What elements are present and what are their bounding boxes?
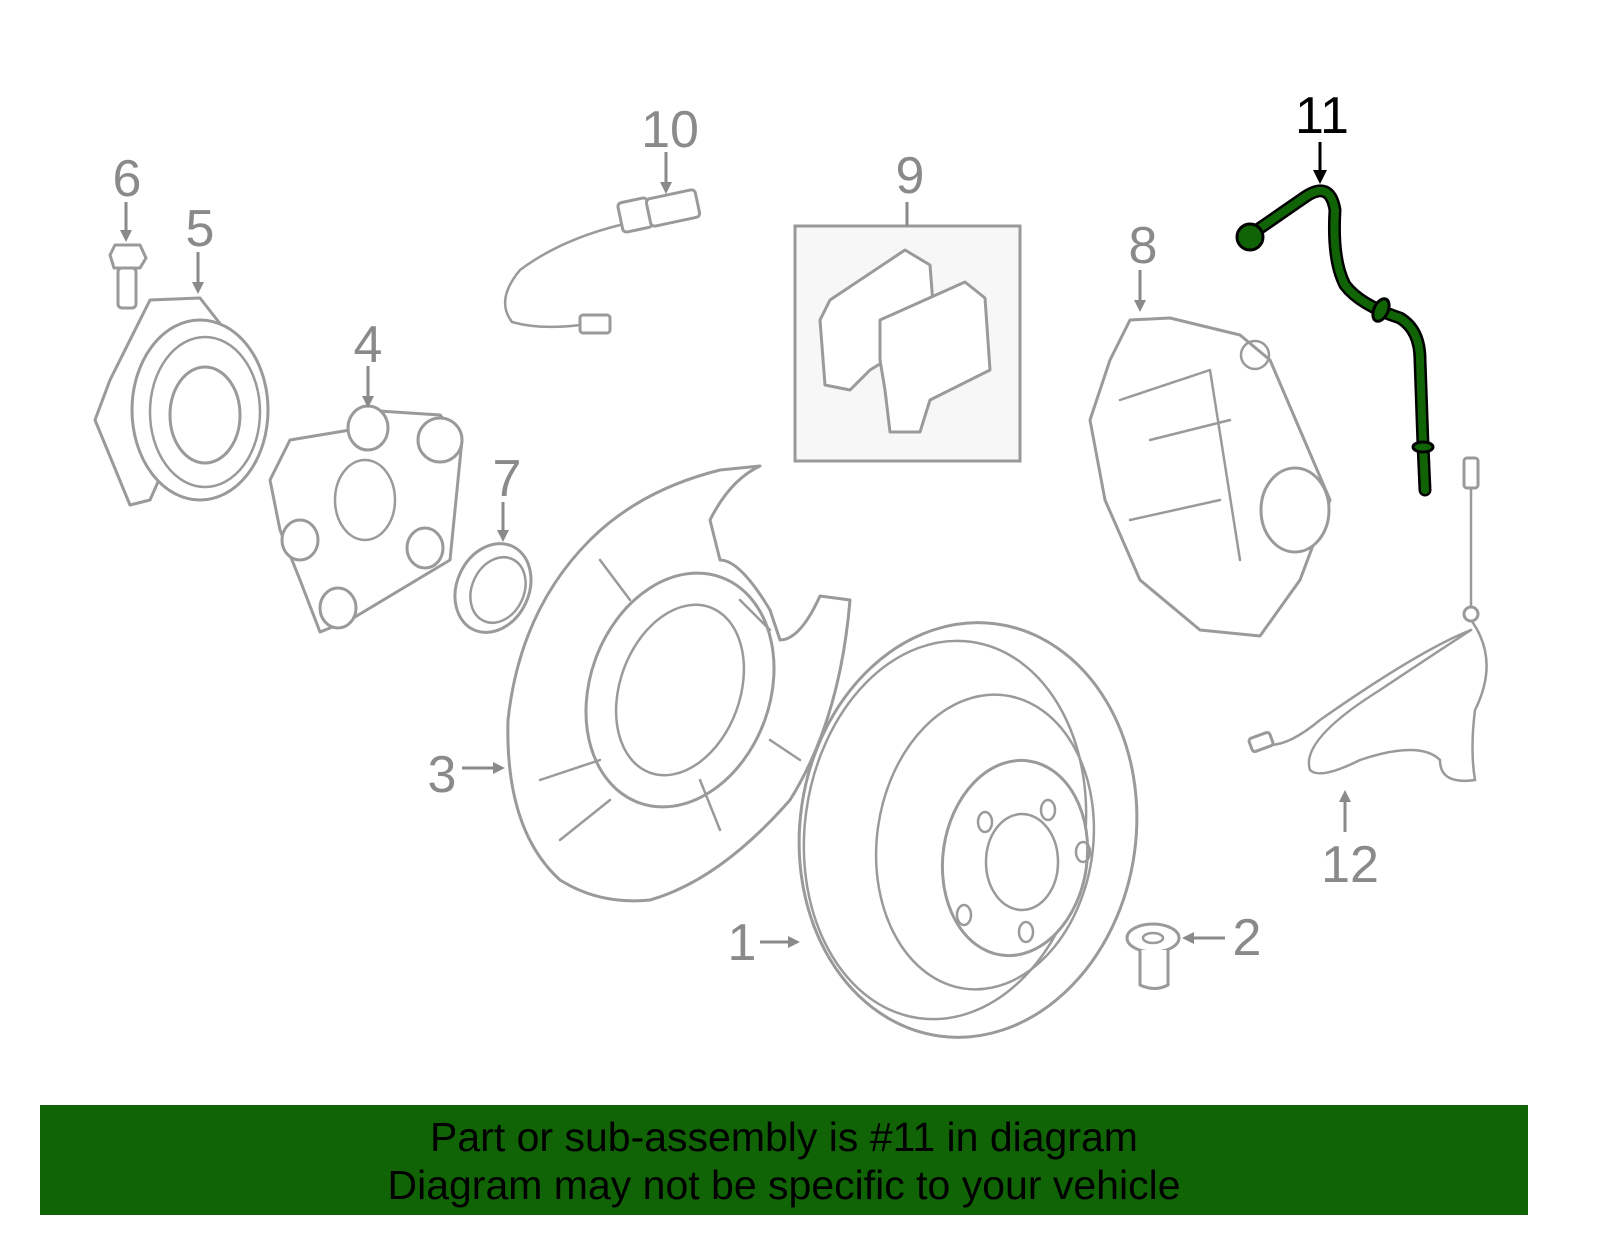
part-1-rotor[interactable]	[773, 601, 1164, 1060]
part-10-wear-sensor[interactable]	[503, 188, 702, 335]
part-4-knuckle[interactable]	[268, 404, 464, 634]
callout-label-10: 10	[641, 101, 699, 159]
callout-12: 12	[1321, 790, 1379, 894]
callout-label-9: 9	[896, 147, 925, 205]
part-5-hub[interactable]	[93, 296, 270, 507]
part-12-abs-sensor[interactable]	[1247, 456, 1488, 783]
callout-2: 2	[1182, 909, 1261, 967]
callout-6: 6	[113, 150, 142, 242]
callout-label-11: 11	[1295, 87, 1349, 145]
part-8-caliper[interactable]	[1088, 316, 1332, 638]
banner-line-2: Diagram may not be specific to your vehi…	[387, 1162, 1181, 1208]
part-9-brake-pads[interactable]	[793, 224, 1022, 463]
callout-4: 4	[354, 316, 383, 408]
callout-label-7: 7	[493, 450, 522, 508]
part-3-backing-plate[interactable]	[506, 464, 852, 903]
part-2-plug[interactable]	[1125, 922, 1181, 990]
callout-10: 10	[641, 101, 699, 194]
callout-label-8: 8	[1129, 217, 1158, 275]
callout-label-1: 1	[728, 914, 757, 972]
callout-1: 1	[728, 914, 800, 972]
callout-label-2: 2	[1233, 909, 1262, 967]
callout-8: 8	[1129, 217, 1158, 312]
banner-line-1: Part or sub-assembly is #11 in diagram	[430, 1114, 1138, 1160]
callout-label-5: 5	[186, 200, 215, 258]
callout-5: 5	[186, 200, 215, 294]
callout-label-6: 6	[113, 150, 142, 208]
callout-9: 9	[896, 147, 925, 226]
callout-label-3: 3	[428, 746, 457, 804]
part-6-bolt[interactable]	[108, 243, 148, 310]
info-banner: Part or sub-assembly is #11 in diagram D…	[40, 1105, 1528, 1215]
part-7-bearing[interactable]	[441, 531, 545, 645]
callout-11: 11	[1295, 87, 1349, 184]
callout-7: 7	[493, 450, 522, 542]
callout-label-12: 12	[1321, 836, 1379, 894]
callout-3: 3	[428, 746, 505, 804]
part-11-brake-hose[interactable]	[1235, 184, 1435, 497]
callout-label-4: 4	[354, 316, 383, 374]
